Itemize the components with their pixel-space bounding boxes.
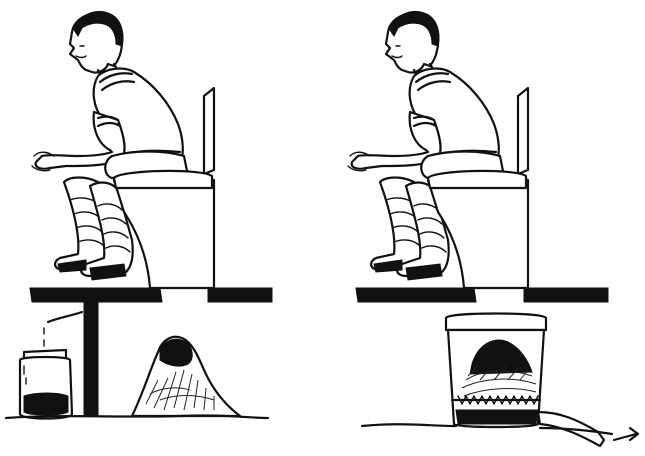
- floor-slab-right: [356, 288, 476, 302]
- seat-backrest-right: [518, 88, 528, 174]
- seat-backrest-left: [204, 88, 214, 174]
- arrow-right-icon: [614, 428, 638, 440]
- support-post-left: [84, 302, 98, 416]
- floor-slab-left-2: [208, 288, 272, 302]
- collection-jar: [20, 350, 72, 419]
- toilet-seat-right: [428, 171, 526, 188]
- left-panel: [6, 12, 272, 419]
- collection-container: [446, 314, 546, 428]
- compost-pile-left: [132, 337, 240, 416]
- urine-pipe: [48, 312, 82, 322]
- floor-slab-right-2: [524, 288, 608, 302]
- floor-slab-left: [30, 288, 162, 302]
- toilet-seat-left: [114, 171, 212, 188]
- right-panel: [348, 12, 638, 446]
